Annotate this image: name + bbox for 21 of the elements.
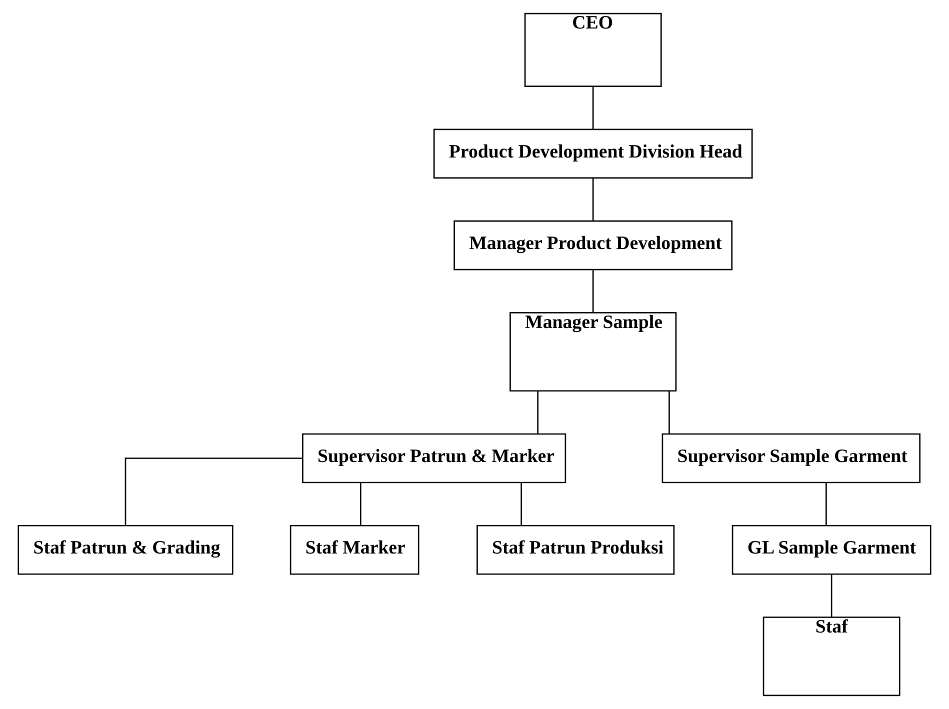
node-box: Manager Product Development	[454, 220, 733, 270]
node-box: Staf Marker	[290, 524, 420, 575]
node-box: Manager Sample	[510, 312, 677, 392]
node-box: Product Development Division Head	[433, 128, 753, 179]
connector	[830, 574, 832, 618]
node-box: Staf	[762, 616, 900, 696]
connector	[537, 391, 538, 434]
node-box: CEO	[524, 12, 662, 88]
connector	[592, 270, 594, 313]
connector	[592, 178, 594, 221]
connector	[520, 482, 522, 526]
node-box: Supervisor Sample Garment	[662, 433, 920, 484]
connector	[360, 482, 362, 526]
connector	[668, 391, 670, 434]
node-box: GL Sample Garment	[732, 524, 932, 575]
node-box: Staf Patrun & Grading	[18, 524, 234, 575]
connector	[124, 458, 302, 526]
node-box: Staf Patrun Produksi	[476, 524, 675, 575]
connector	[592, 86, 594, 129]
connector	[826, 482, 827, 526]
node-box: Supervisor Patrun & Marker	[302, 433, 566, 484]
